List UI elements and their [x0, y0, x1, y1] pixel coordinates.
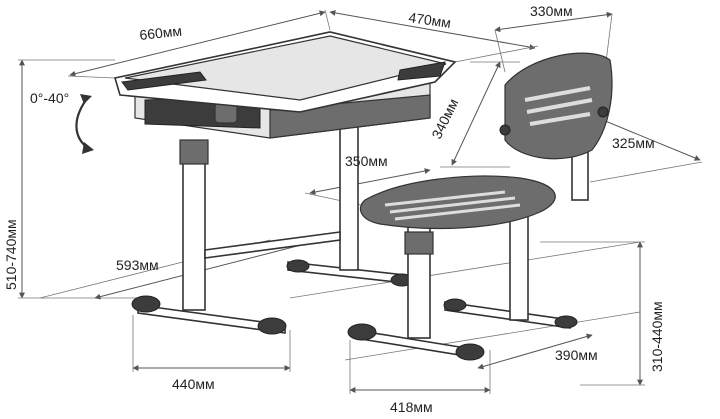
seat-depth-label: 325мм	[612, 135, 655, 151]
desk	[113, 31, 457, 335]
chair	[347, 52, 613, 361]
tilt-arrow-icon	[75, 94, 94, 154]
backrest-width-label: 330мм	[530, 3, 573, 19]
desk-base-width-label: 440мм	[172, 376, 215, 392]
chair-base-width-label: 418мм	[390, 399, 433, 415]
backrest-height-label: 340мм	[428, 96, 461, 141]
desk-base-depth-label: 593мм	[116, 257, 159, 273]
desk-width-label: 660мм	[139, 23, 183, 43]
dimension-lines	[18, 9, 703, 394]
seat-width-label: 350мм	[345, 153, 388, 169]
desk-depth-label: 470мм	[408, 9, 452, 31]
tilt-range-label: 0°-40°	[30, 90, 69, 106]
chair-height-label: 310-440мм	[649, 301, 665, 372]
chair-base-depth-label: 390мм	[555, 347, 598, 363]
desk-height-label: 510-740мм	[3, 219, 19, 290]
